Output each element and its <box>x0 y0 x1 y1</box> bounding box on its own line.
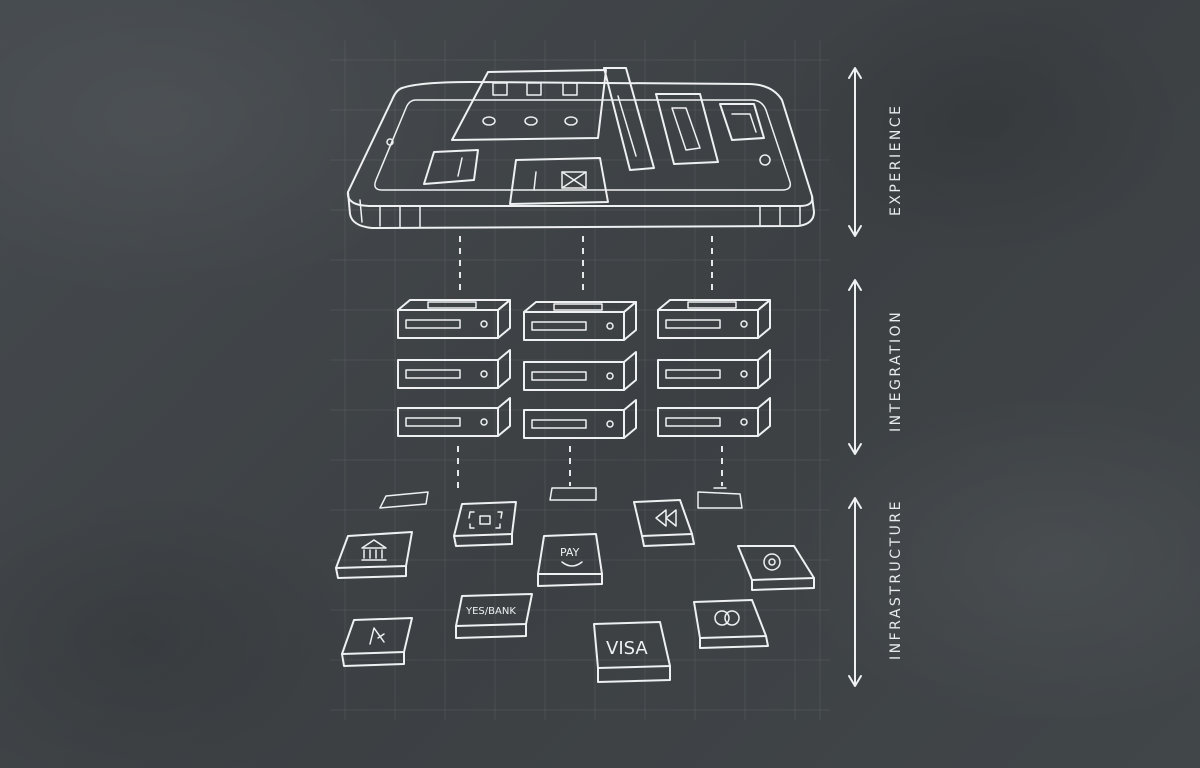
visa-label: VISA <box>606 638 648 659</box>
visa-icon: VISA <box>594 622 670 682</box>
connectors-bottom <box>458 446 722 492</box>
mastercard-icon <box>694 600 768 648</box>
triangle-icon <box>342 618 412 666</box>
rewind-icon <box>634 500 694 546</box>
phone-experience-layer <box>348 68 814 228</box>
layer-label-experience: EXPERIENCE <box>888 103 904 216</box>
yes-bank-icon: YES/BANK <box>456 594 532 638</box>
server-stack-left <box>398 300 510 436</box>
app-icon <box>563 83 577 95</box>
mail-icon <box>562 172 586 188</box>
scan-icon <box>454 502 516 546</box>
server-stack-center <box>524 302 636 438</box>
infrastructure-tiles: PAY YES/BANK <box>336 488 814 682</box>
server-stack-right <box>658 300 770 436</box>
layer-label-infrastructure: INFRASTRUCTURE <box>888 499 904 660</box>
layer-label-integration: INTEGRATION <box>888 310 904 432</box>
layer-arrows <box>849 68 861 686</box>
yes-bank-label: YES/BANK <box>465 606 516 617</box>
bank-icon <box>336 532 412 578</box>
connectors-top <box>460 236 712 292</box>
app-icon <box>527 83 541 95</box>
pay-label: PAY <box>560 546 580 559</box>
wallet-icon <box>738 546 814 590</box>
